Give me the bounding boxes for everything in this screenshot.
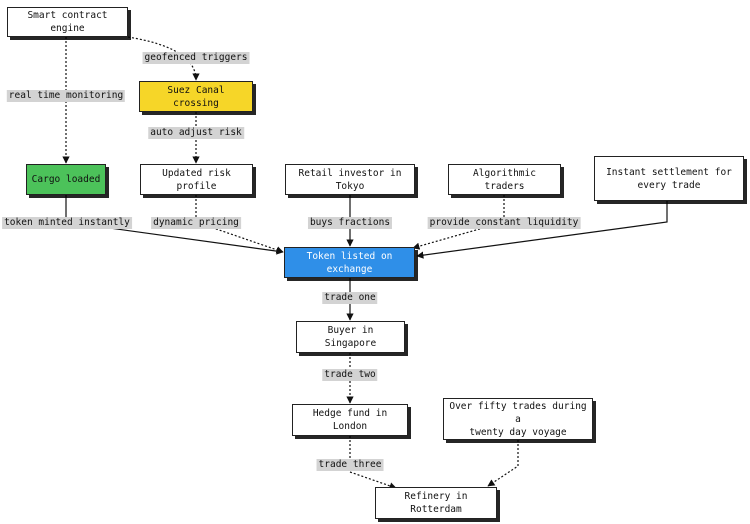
node-buyer-singapore: Buyer in Singapore [296,321,405,353]
node-token-listed: Token listed on exchange [284,247,415,278]
edge-risk-to-token [195,195,284,254]
edge-fifty-to-refinery [487,440,519,487]
edge-label-token-minted-instantly: token minted instantly [2,217,132,229]
edge-london-to-refinery [349,436,397,490]
node-suez-canal-crossing: Suez Canal crossing [139,81,253,112]
edge-label-trade-two: trade two [322,369,378,381]
edge-label-geofenced-triggers: geofenced triggers [142,52,250,64]
edge-label-trade-three: trade three [316,459,384,471]
node-retail-investor-tokyo: Retail investor in Tokyo [285,164,415,195]
node-refinery-rotterdam: Refinery in Rotterdam [375,487,497,519]
edge-label-auto-adjust-risk: auto adjust risk [148,127,244,139]
edge-label-dynamic-pricing: dynamic pricing [151,217,241,229]
edge-settlement-to-token [416,201,668,259]
edge-algo-to-token [412,195,505,250]
node-updated-risk-profile: Updated risk profile [140,164,253,195]
node-hedge-fund-london: Hedge fund in London [292,404,408,436]
edge-label-provide-constant-liquidity: provide constant liquidity [427,217,581,229]
edge-label-real-time-monitoring: real time monitoring [6,90,126,102]
node-algorithmic-traders: Algorithmic traders [448,164,561,195]
node-over-fifty-trades: Over fifty trades during a twenty day vo… [443,398,593,440]
node-cargo-loaded: Cargo loaded [26,164,106,195]
node-smart-contract-engine: Smart contract engine [7,7,128,37]
node-instant-settlement: Instant settlement for every trade [594,156,744,201]
edge-label-buys-fractions: buys fractions [307,217,393,229]
edge-label-trade-one: trade one [322,292,378,304]
